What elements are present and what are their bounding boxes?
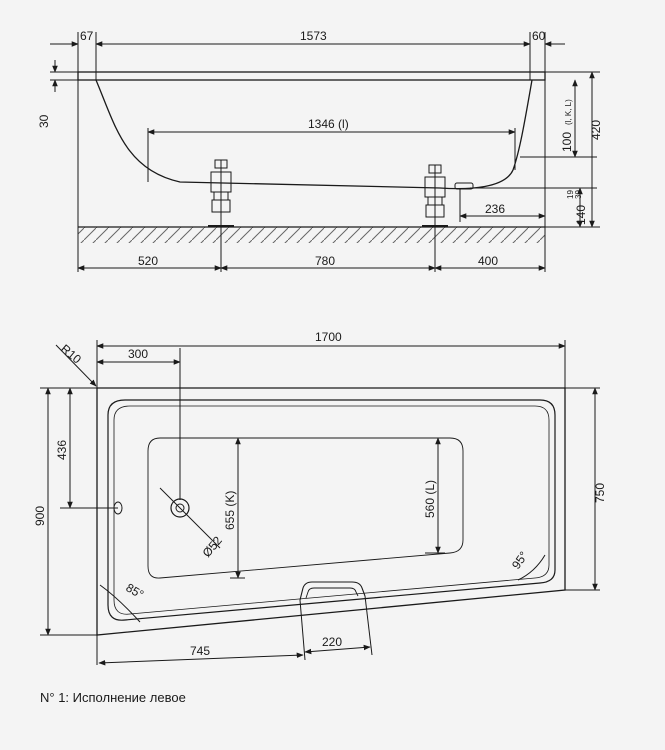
dim-drain-y: 436 [55,440,69,460]
foot-right [422,164,448,227]
basin-floor [147,437,464,579]
dim-drain-diam: Ø52 [200,533,226,560]
dim-angle-left: 85° [124,580,147,601]
dim-seg-left: 520 [138,254,158,268]
dim-angle-right: 95° [509,549,531,572]
dim-depth: 100 [560,132,574,152]
dim-right-rim: 60 [532,29,546,43]
dim-drain-a: 19 [566,190,575,199]
dim-width-left: 900 [33,506,47,526]
dim-inner-L: 560 (L) [423,480,437,518]
tub-body [95,79,533,190]
dim-seg-mid: 780 [315,254,335,268]
dim-left-rim: 67 [80,29,94,43]
dim-rim-height: 30 [37,114,51,128]
dim-top-length: 1700 [315,330,342,344]
foot-left [208,159,234,227]
dim-height: 420 [589,120,603,140]
handle [299,581,366,601]
dim-drain-x: 300 [128,347,148,361]
dim-width-right: 750 [593,483,607,503]
floor-hatch [78,227,545,243]
dim-bottom-len: 745 [190,644,210,658]
dim-handle-w: 220 [322,635,342,649]
dim-drain-b: 39 [574,190,583,199]
top-view [40,340,600,666]
dim-seg-right: 400 [478,254,498,268]
dim-inner-bottom: 1346 (l) [308,117,349,131]
drain [454,182,474,190]
dim-radius: R10 [58,342,84,367]
dim-inner-K: 655 (K) [223,491,237,530]
side-view [50,32,600,272]
dim-foot: 140 [574,205,588,225]
caption: N° 1: Исполнение левое [40,690,186,705]
tub-outline [96,387,566,636]
dim-depth-suffix: (l, K, L) [564,99,573,125]
rim [77,71,546,81]
inner-rim [107,399,556,621]
dim-length: 1573 [300,29,327,43]
dim-drain-offset: 236 [485,202,505,216]
